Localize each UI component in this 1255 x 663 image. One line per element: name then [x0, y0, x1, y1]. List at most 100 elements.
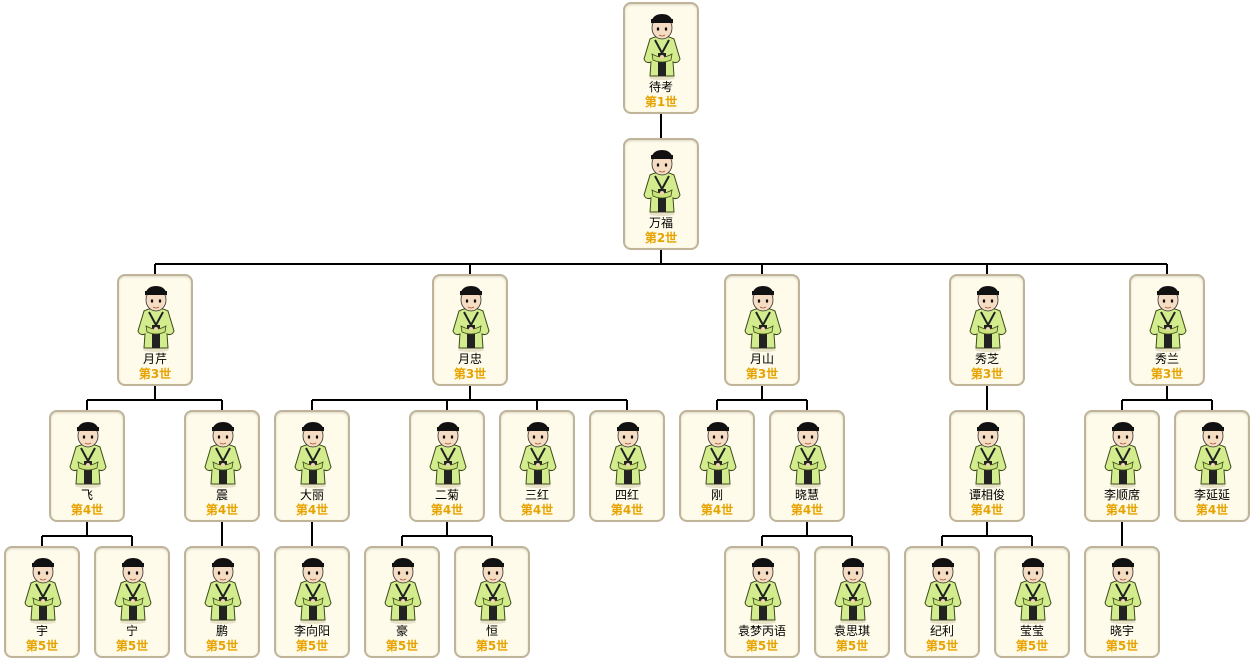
person-card[interactable]: 四红第4世: [589, 410, 665, 522]
generation-label: 第4世: [1195, 503, 1229, 517]
person-card[interactable]: 袁思琪第5世: [814, 546, 890, 658]
ancient-person-icon: [739, 554, 787, 624]
person-name: 谭相俊: [968, 488, 1005, 502]
generation-label: 第1世: [644, 95, 678, 109]
generation-label: 第3世: [1150, 367, 1184, 381]
person-card[interactable]: 宁第5世: [94, 546, 170, 658]
person-name: 宇: [35, 624, 48, 638]
ancient-person-icon: [964, 282, 1012, 352]
ancient-person-icon: [289, 554, 337, 624]
generation-label: 第4世: [520, 503, 554, 517]
generation-label: 第5世: [1105, 639, 1139, 653]
person-name: 月忠: [457, 352, 482, 366]
ancient-person-icon: [199, 554, 247, 624]
ancient-person-icon: [469, 554, 517, 624]
person-name: 袁梦丙语: [737, 624, 786, 638]
generation-label: 第5世: [835, 639, 869, 653]
person-card[interactable]: 晓宇第5世: [1084, 546, 1160, 658]
ancient-person-icon: [132, 282, 180, 352]
person-card[interactable]: 万福第2世: [623, 138, 699, 250]
generation-label: 第4世: [1105, 503, 1139, 517]
person-name: 待考: [648, 80, 673, 94]
ancient-person-icon: [919, 554, 967, 624]
ancient-person-icon: [379, 554, 427, 624]
ancient-person-icon: [424, 418, 472, 488]
generation-label: 第5世: [295, 639, 329, 653]
person-card[interactable]: 晓慧第4世: [769, 410, 845, 522]
person-card[interactable]: 待考第1世: [623, 2, 699, 114]
generation-label: 第5世: [745, 639, 779, 653]
ancient-person-icon: [19, 554, 67, 624]
ancient-person-icon: [447, 282, 495, 352]
generation-label: 第4世: [205, 503, 239, 517]
ancient-person-icon: [604, 418, 652, 488]
person-card[interactable]: 谭相俊第4世: [949, 410, 1025, 522]
person-card[interactable]: 飞第4世: [49, 410, 125, 522]
person-card[interactable]: 秀兰第3世: [1129, 274, 1205, 386]
ancient-person-icon: [638, 10, 686, 80]
person-card[interactable]: 震第4世: [184, 410, 260, 522]
ancient-person-icon: [514, 418, 562, 488]
person-card[interactable]: 刚第4世: [679, 410, 755, 522]
person-card[interactable]: 纪利第5世: [904, 546, 980, 658]
person-name: 月芹: [142, 352, 167, 366]
ancient-person-icon: [1099, 418, 1147, 488]
person-name: 二菊: [434, 488, 459, 502]
ancient-person-icon: [694, 418, 742, 488]
person-card[interactable]: 宇第5世: [4, 546, 80, 658]
person-name: 宁: [125, 624, 138, 638]
ancient-person-icon: [1099, 554, 1147, 624]
generation-label: 第3世: [453, 367, 487, 381]
person-name: 月山: [749, 352, 774, 366]
person-card[interactable]: 李顺席第4世: [1084, 410, 1160, 522]
person-name: 李延延: [1193, 488, 1230, 502]
ancient-person-icon: [739, 282, 787, 352]
person-card[interactable]: 豪第5世: [364, 546, 440, 658]
ancient-person-icon: [1189, 418, 1237, 488]
person-card[interactable]: 二菊第4世: [409, 410, 485, 522]
ancient-person-icon: [289, 418, 337, 488]
person-name: 李向阳: [293, 624, 330, 638]
generation-label: 第4世: [430, 503, 464, 517]
generation-label: 第4世: [295, 503, 329, 517]
generation-label: 第5世: [925, 639, 959, 653]
person-card[interactable]: 袁梦丙语第5世: [724, 546, 800, 658]
person-name: 莹莹: [1019, 624, 1044, 638]
ancient-person-icon: [638, 146, 686, 216]
generation-label: 第4世: [70, 503, 104, 517]
generation-label: 第2世: [644, 231, 678, 245]
ancient-person-icon: [784, 418, 832, 488]
person-card[interactable]: 月忠第3世: [432, 274, 508, 386]
generation-label: 第4世: [700, 503, 734, 517]
person-card[interactable]: 秀芝第3世: [949, 274, 1025, 386]
person-name: 李顺席: [1103, 488, 1140, 502]
person-card[interactable]: 月芹第3世: [117, 274, 193, 386]
person-name: 大丽: [299, 488, 324, 502]
person-name: 纪利: [929, 624, 954, 638]
person-name: 秀芝: [974, 352, 999, 366]
generation-label: 第4世: [610, 503, 644, 517]
person-name: 豪: [395, 624, 408, 638]
person-name: 秀兰: [1154, 352, 1179, 366]
person-name: 晓慧: [794, 488, 819, 502]
person-card[interactable]: 李向阳第5世: [274, 546, 350, 658]
person-card[interactable]: 大丽第4世: [274, 410, 350, 522]
ancient-person-icon: [1009, 554, 1057, 624]
person-name: 刚: [710, 488, 723, 502]
person-card[interactable]: 恒第5世: [454, 546, 530, 658]
ancient-person-icon: [829, 554, 877, 624]
generation-label: 第4世: [790, 503, 824, 517]
person-card[interactable]: 莹莹第5世: [994, 546, 1070, 658]
generation-label: 第5世: [1015, 639, 1049, 653]
person-card[interactable]: 三红第4世: [499, 410, 575, 522]
person-name: 万福: [648, 216, 673, 230]
generation-label: 第3世: [745, 367, 779, 381]
generation-label: 第5世: [115, 639, 149, 653]
person-card[interactable]: 鹏第5世: [184, 546, 260, 658]
generation-label: 第3世: [970, 367, 1004, 381]
person-card[interactable]: 李延延第4世: [1174, 410, 1250, 522]
person-card[interactable]: 月山第3世: [724, 274, 800, 386]
ancient-person-icon: [64, 418, 112, 488]
ancient-person-icon: [1144, 282, 1192, 352]
